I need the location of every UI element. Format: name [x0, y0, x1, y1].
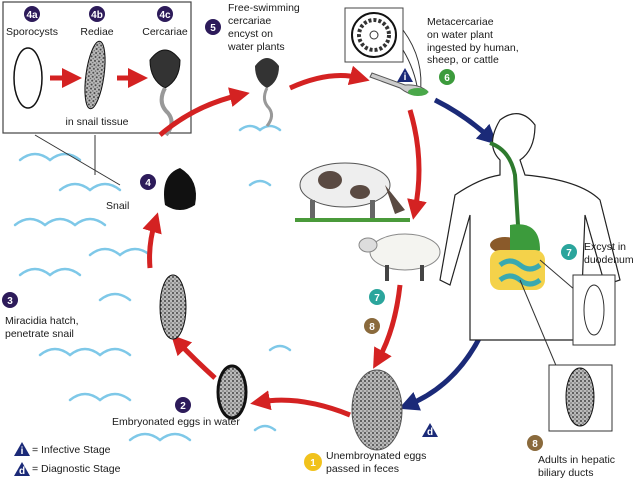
diagnostic-marker: d [422, 423, 438, 438]
svg-text:on water plant: on water plant [427, 29, 493, 41]
svg-text:Miracidia hatch,: Miracidia hatch, [5, 315, 79, 327]
unembryonated-egg-illustration [351, 369, 403, 451]
snail-illustration [164, 168, 196, 210]
svg-text:water plants: water plants [227, 41, 285, 53]
badge-8: 8 [532, 439, 538, 450]
sporocyst-illustration [13, 47, 43, 109]
adult-fluke-illustration [565, 367, 595, 427]
svg-text:d: d [427, 427, 433, 438]
badge-4c: 4c [159, 10, 171, 21]
badge-1: 1 [310, 458, 316, 469]
svg-text:sheep, or cattle: sheep, or cattle [427, 54, 499, 66]
redia-illustration [84, 40, 106, 110]
cow-illustration [295, 162, 410, 222]
svg-text:Excyst in: Excyst in [584, 241, 626, 253]
step-1-label: Unembroynated eggs passed in feces [326, 450, 426, 475]
rediae-label: Rediae [80, 26, 113, 38]
svg-text:cercariae: cercariae [228, 15, 271, 27]
badge-4: 4 [145, 178, 151, 189]
cercariae-label: Cercariae [142, 26, 188, 38]
legend-infective: = Infective Stage [32, 444, 111, 456]
sheep-illustration [358, 233, 441, 281]
svg-text:Metacercariae: Metacercariae [427, 16, 494, 28]
badge-4a: 4a [26, 10, 38, 21]
snail-tissue-inset: 4a 4b 4c Sporocysts Rediae Cercariae in … [2, 1, 192, 137]
water-waves [13, 124, 292, 442]
miracidium-illustration [159, 274, 187, 340]
step-8-label: Adults in hepatic biliary ducts [538, 454, 615, 479]
step-6-label: Metacercariae on water plant ingested by… [427, 16, 519, 66]
svg-text:i: i [404, 72, 407, 83]
svg-text:i: i [21, 446, 24, 457]
inset-caption: in snail tissue [65, 116, 128, 128]
badge-7-animal: 7 [374, 293, 380, 304]
step-2-label: Embryonated eggs in water [112, 416, 240, 428]
infective-marker: i [397, 68, 413, 83]
svg-text:biliary ducts: biliary ducts [538, 467, 593, 479]
badge-6: 6 [444, 73, 450, 84]
snail-label: Snail [106, 200, 129, 212]
legend: i = Infective Stage d = Diagnostic Stage [14, 442, 121, 477]
cycle-arrows [142, 65, 498, 418]
svg-text:passed in feces: passed in feces [326, 463, 399, 475]
svg-text:penetrate snail: penetrate snail [5, 328, 74, 340]
step-5-label: Free-swimming cercariae encyst on water … [227, 2, 300, 53]
svg-text:Free-swimming: Free-swimming [228, 2, 300, 14]
svg-text:Unembroynated eggs: Unembroynated eggs [326, 450, 426, 462]
embryonated-egg-illustration [216, 364, 248, 420]
svg-text:duodenum: duodenum [584, 254, 634, 266]
badge-4b: 4b [91, 10, 103, 21]
svg-text:encyst on: encyst on [228, 28, 273, 40]
free-cercaria-illustration [255, 58, 279, 88]
step-7-label: Excyst in duodenum [584, 241, 634, 266]
badge-8-animal: 8 [369, 322, 375, 333]
svg-text:d: d [19, 466, 25, 477]
badge-2: 2 [180, 401, 186, 412]
cercaria-illustration [149, 49, 181, 89]
legend-diagnostic: = Diagnostic Stage [32, 463, 121, 475]
svg-text:Adults in hepatic: Adults in hepatic [538, 454, 615, 466]
badge-3: 3 [7, 296, 13, 307]
sporocysts-label: Sporocysts [6, 26, 58, 38]
step-3-label: Miracidia hatch, penetrate snail [5, 315, 79, 340]
svg-text:ingested by human,: ingested by human, [427, 42, 519, 54]
badge-7: 7 [566, 248, 572, 259]
badge-5: 5 [210, 23, 216, 34]
